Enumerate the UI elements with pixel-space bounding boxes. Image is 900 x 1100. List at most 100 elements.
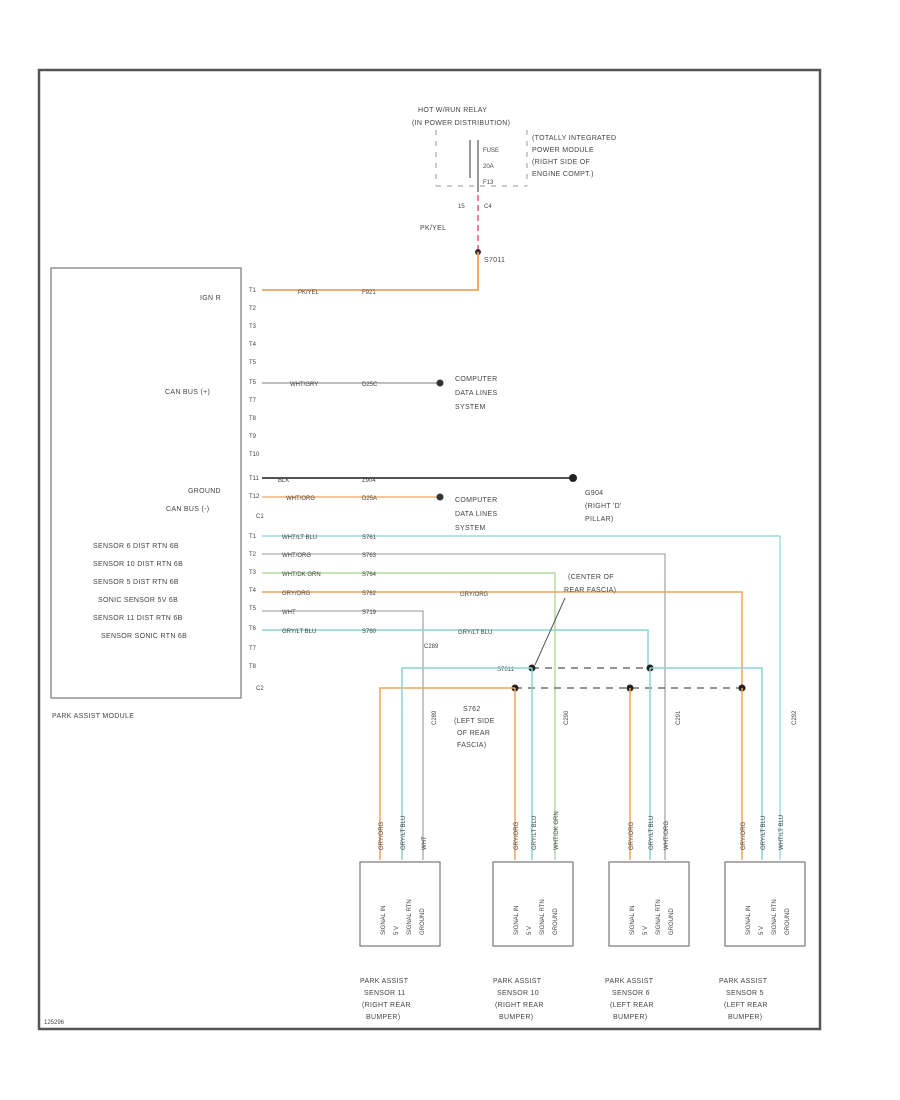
svg-text:WHT/DK GRN: WHT/DK GRN (282, 572, 321, 578)
svg-text:GROUND: GROUND (785, 908, 791, 935)
splice-network: S7011 S762 (LEFT SIDE OF REAR FASCIA) C2… (379, 664, 798, 860)
svg-text:SENSOR 10: SENSOR 10 (497, 990, 539, 997)
relay-pin-amp: 20A (483, 164, 494, 170)
svg-text:SENSOR 6: SENSOR 6 (612, 990, 650, 997)
svg-text:5 V: 5 V (759, 926, 765, 935)
svg-text:S761: S761 (362, 535, 377, 541)
relay-title: HOT W/RUN RELAY (418, 107, 487, 114)
svg-text:SIGNAL IN: SIGNAL IN (514, 906, 520, 935)
svg-text:PARK ASSIST: PARK ASSIST (493, 978, 542, 985)
footer-code: 125296 (44, 1020, 65, 1026)
svg-text:S764: S764 (362, 572, 377, 578)
svg-text:SIGNAL IN: SIGNAL IN (746, 906, 752, 935)
svg-text:BLK: BLK (278, 478, 289, 484)
svg-text:T1: T1 (249, 288, 257, 294)
svg-text:GROUND: GROUND (669, 908, 675, 935)
svg-text:T4: T4 (249, 342, 257, 348)
svg-text:T6: T6 (249, 626, 257, 632)
module-label-ign: IGN R (200, 295, 221, 302)
svg-text:PILLAR): PILLAR) (585, 516, 614, 523)
svg-text:C289: C289 (432, 710, 438, 725)
relay-pin-fuse: FUSE (483, 148, 499, 154)
svg-text:5 V: 5 V (643, 926, 649, 935)
sensor-wire-wht (262, 610, 424, 730)
relay-conn-id: C4 (484, 204, 492, 210)
svg-text:WHT/LT BLU: WHT/LT BLU (282, 535, 317, 541)
svg-text:GRY/ORG: GRY/ORG (629, 821, 635, 850)
svg-text:C290: C290 (564, 710, 570, 725)
tipm-line-3: (RIGHT SIDE OF (532, 159, 590, 166)
svg-text:BUMPER): BUMPER) (728, 1014, 762, 1021)
svg-text:DATA LINES: DATA LINES (455, 390, 497, 397)
svg-text:C2: C2 (256, 686, 264, 692)
sensor-wire-dk-grn (262, 572, 556, 720)
svg-text:D25A: D25A (362, 496, 377, 502)
svg-text:T8: T8 (249, 416, 257, 422)
svg-text:OF REAR: OF REAR (457, 730, 490, 737)
sensor-5: GRY/ORG GRY/LT BLU WHT/LT BLU SIGNAL IN … (719, 815, 806, 1021)
svg-text:S763: S763 (362, 553, 377, 559)
svg-text:GRY/ORG: GRY/ORG (741, 821, 747, 850)
tipm-line-4: ENGINE COMPT.) (532, 171, 594, 178)
svg-text:FASCIA): FASCIA) (457, 742, 486, 749)
svg-text:T3: T3 (249, 324, 257, 330)
svg-text:T5: T5 (249, 380, 257, 386)
svg-text:SENSOR 5: SENSOR 5 (726, 990, 764, 997)
module-label-canp: CAN BUS (+) (165, 389, 210, 396)
svg-text:T2: T2 (249, 306, 257, 312)
relay-subtitle: (IN POWER DISTRIBUTION) (412, 120, 510, 127)
svg-text:(RIGHT REAR: (RIGHT REAR (362, 1002, 411, 1009)
module-label-sensor-5: SENSOR 5 DIST RTN 6B (93, 579, 179, 586)
relay-conn-pin: 15 (458, 204, 465, 210)
sensor-11: GRY/ORG GRY/LT BLU WHT SIGNAL IN 5 V SIG… (359, 816, 441, 1021)
relay-group: HOT W/RUN RELAY (IN POWER DISTRIBUTION) … (412, 107, 616, 264)
module-label-ground: GROUND (188, 488, 221, 495)
sensor-wire-gry-lt-blu (262, 629, 649, 668)
svg-text:BUMPER): BUMPER) (366, 1014, 400, 1021)
svg-text:WHT/ORG: WHT/ORG (286, 496, 315, 502)
svg-text:PARK ASSIST: PARK ASSIST (360, 978, 409, 985)
svg-text:GRY/LT BLU: GRY/LT BLU (649, 816, 655, 850)
svg-text:GROUND: GROUND (420, 908, 426, 935)
svg-text:SYSTEM: SYSTEM (455, 404, 486, 411)
svg-text:(LEFT SIDE: (LEFT SIDE (454, 718, 495, 725)
svg-text:T12: T12 (249, 494, 260, 500)
svg-text:WHT: WHT (282, 610, 296, 616)
sensor-wire-wht-org (262, 553, 666, 720)
svg-text:(LEFT REAR: (LEFT REAR (610, 1002, 654, 1009)
svg-text:T5: T5 (249, 606, 257, 612)
svg-text:F921: F921 (362, 290, 376, 296)
svg-text:T7: T7 (249, 646, 257, 652)
svg-text:T4: T4 (249, 588, 257, 594)
svg-text:SIGNAL IN: SIGNAL IN (630, 906, 636, 935)
svg-text:SIGNAL RTN: SIGNAL RTN (656, 899, 662, 935)
svg-text:GRY/ORG: GRY/ORG (379, 821, 385, 850)
module-label-sensor-10: SENSOR 10 DIST RTN 6B (93, 561, 183, 568)
svg-text:T5: T5 (249, 360, 257, 366)
svg-text:5 V: 5 V (394, 926, 400, 935)
svg-text:S719: S719 (362, 610, 377, 616)
relay-splice: S7011 (484, 257, 505, 264)
svg-text:BUMPER): BUMPER) (499, 1014, 533, 1021)
sensor-10: GRY/ORG GRY/LT BLU WHT/DK GRN SIGNAL IN … (492, 811, 574, 1021)
svg-text:T2: T2 (249, 552, 257, 558)
svg-text:WHT/ORG: WHT/ORG (664, 821, 670, 850)
svg-text:SYSTEM: SYSTEM (455, 525, 486, 532)
svg-text:WHT/ORG: WHT/ORG (282, 553, 311, 559)
svg-text:GRY/LT BLU: GRY/LT BLU (532, 816, 538, 850)
svg-text:SIGNAL RTN: SIGNAL RTN (772, 899, 778, 935)
conn-main: C289 (424, 644, 439, 650)
relay-wire-color: PK/YEL (420, 225, 446, 232)
svg-text:D25C: D25C (362, 382, 378, 388)
svg-text:5 V: 5 V (527, 926, 533, 935)
svg-text:S762: S762 (362, 591, 377, 597)
svg-text:T1: T1 (249, 534, 257, 540)
svg-text:(LEFT REAR: (LEFT REAR (724, 1002, 768, 1009)
tipm-line-1: (TOTALLY INTEGRATED (532, 135, 616, 142)
svg-text:GRY/LT BLU: GRY/LT BLU (282, 629, 316, 635)
svg-text:GROUND: GROUND (553, 908, 559, 935)
svg-text:WHT/DK GRN: WHT/DK GRN (554, 811, 560, 850)
svg-text:WHT/LT BLU: WHT/LT BLU (779, 815, 785, 850)
svg-text:SENSOR 11: SENSOR 11 (364, 990, 405, 997)
svg-text:T7: T7 (249, 398, 257, 404)
